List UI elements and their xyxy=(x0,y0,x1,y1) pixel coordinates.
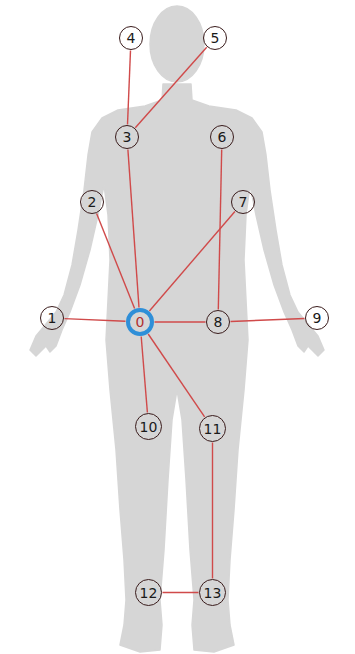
joint-number: 8 xyxy=(214,315,223,329)
joint-number: 6 xyxy=(218,130,227,144)
skeleton-link xyxy=(155,321,206,322)
joint-node: 13 xyxy=(199,579,226,606)
skeleton-link xyxy=(65,319,126,322)
joint-node: 12 xyxy=(135,579,162,606)
joint-node: 11 xyxy=(199,415,226,442)
joint-node: 10 xyxy=(135,413,162,440)
joint-node: 4 xyxy=(119,26,143,50)
joint-node: 9 xyxy=(305,306,329,330)
skeleton-link xyxy=(212,443,213,579)
skeleton-link xyxy=(97,214,135,309)
joint-number: 7 xyxy=(239,195,248,209)
joint-node: 5 xyxy=(203,26,227,50)
joint-node: 7 xyxy=(231,190,255,214)
joint-node: 8 xyxy=(206,310,230,334)
skeleton-link xyxy=(218,150,221,310)
joint-number: 12 xyxy=(140,586,158,600)
joint-number: 13 xyxy=(204,586,222,600)
skeleton-link xyxy=(148,334,204,417)
skeleton-link xyxy=(149,212,235,312)
joint-number: 9 xyxy=(313,311,322,325)
joint-node: 0 xyxy=(126,308,154,336)
joint-node: 6 xyxy=(210,125,234,149)
skeleton-link xyxy=(141,337,147,413)
skeleton-link xyxy=(135,47,206,127)
joint-node: 3 xyxy=(115,125,139,149)
joint-number: 11 xyxy=(204,422,222,436)
joint-node: 2 xyxy=(80,190,104,214)
joint-number: 0 xyxy=(136,315,145,329)
joint-number: 5 xyxy=(211,31,220,45)
joint-number: 1 xyxy=(48,311,57,325)
joint-number: 4 xyxy=(127,31,136,45)
joint-number: 2 xyxy=(88,195,97,209)
joint-number: 3 xyxy=(123,130,132,144)
skeleton-link xyxy=(163,592,199,593)
skeleton-link xyxy=(128,51,131,125)
joint-number: 10 xyxy=(140,420,158,434)
joint-node: 1 xyxy=(40,306,64,330)
skeleton-link xyxy=(128,150,139,308)
skeleton-link xyxy=(231,319,305,322)
